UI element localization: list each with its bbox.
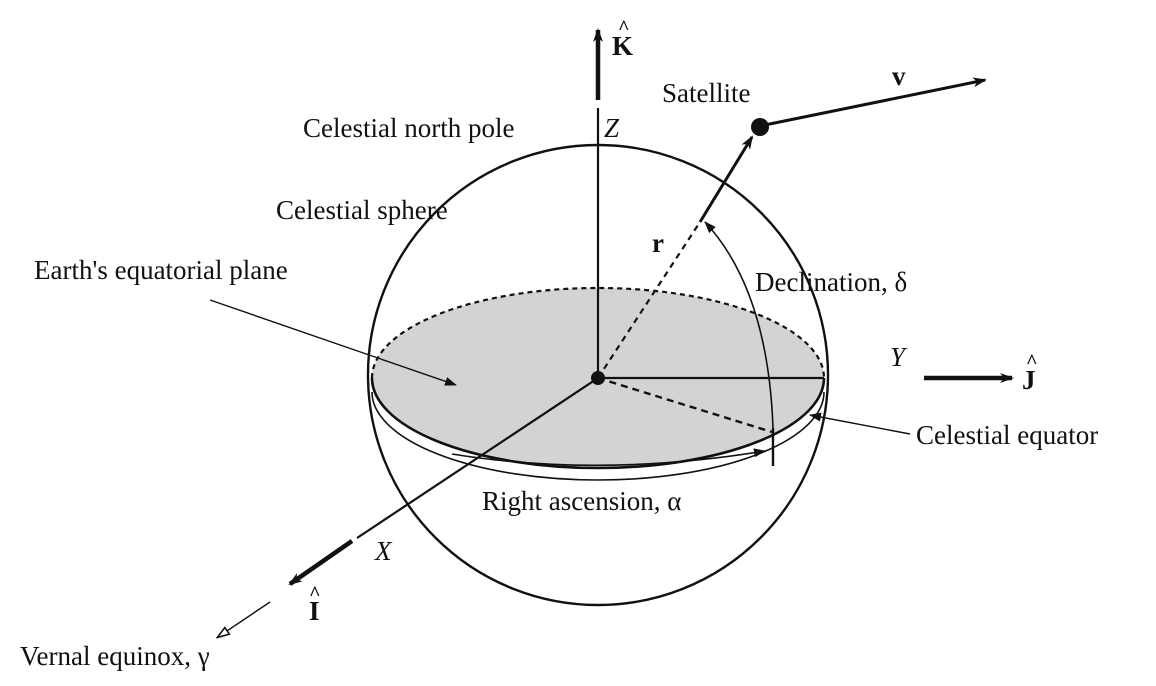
- celestial-equator-leader: [809, 412, 911, 435]
- celestial-equator-rim: [371, 391, 825, 481]
- celestial-equator-label: Celestial equator: [916, 420, 1098, 450]
- equatorial-plane-front-edge: [370, 377, 826, 470]
- position-vector-label: r: [652, 228, 664, 258]
- z-axis-label: Z: [604, 113, 620, 143]
- declination-arc: [704, 221, 774, 429]
- j-hat-label: J: [1022, 365, 1036, 395]
- equator-projection-line: [597, 376, 773, 434]
- equatorial-plane-label: Earth's equatorial plane: [34, 255, 288, 285]
- vernal-equinox-label: Vernal equinox, γ: [20, 641, 210, 671]
- vernal-equinox-direction: [218, 601, 271, 637]
- declination-label: Declination, δ: [755, 267, 907, 297]
- velocity-vector: [759, 77, 987, 128]
- x-axis-line: [356, 377, 599, 539]
- k-hat-label: K: [612, 31, 633, 61]
- satellite-label: Satellite: [662, 78, 750, 108]
- earth-center-point: [591, 371, 605, 385]
- i-hat-hat: ^: [309, 583, 321, 605]
- celestial-sphere-label: Celestial sphere: [276, 195, 448, 225]
- equatorial-plane-leader: [209, 299, 457, 386]
- i-hat-label: I: [309, 596, 320, 626]
- right-ascension-label: Right ascension, α: [482, 486, 681, 516]
- north-pole-label: Celestial north pole: [303, 113, 514, 143]
- position-vector-outer: [698, 135, 754, 223]
- velocity-label: v: [892, 61, 906, 91]
- j-hat-hat: ^: [1026, 351, 1038, 373]
- position-vector-inner: [597, 221, 701, 379]
- y-axis-label: Y: [890, 342, 908, 372]
- k-hat-hat: ^: [618, 17, 630, 39]
- x-axis-label: X: [374, 536, 393, 566]
- satellite-point: [751, 118, 769, 136]
- i-hat-unit-vector: [288, 539, 354, 586]
- right-ascension-arc: [451, 448, 766, 467]
